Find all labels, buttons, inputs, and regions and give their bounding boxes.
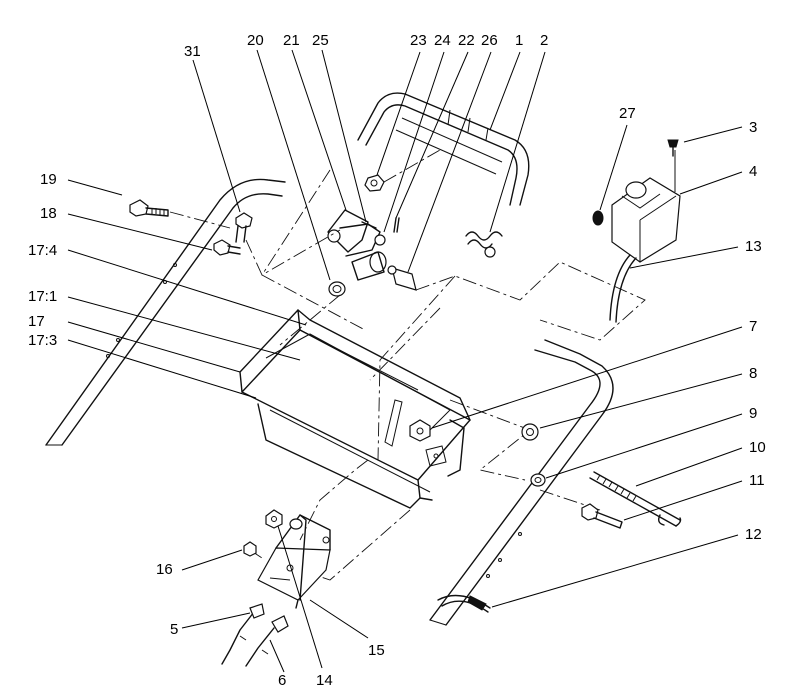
label-23: 23 (410, 32, 427, 49)
bolt-31 (235, 212, 253, 243)
switch-box (609, 150, 681, 323)
label-27: 27 (619, 105, 636, 122)
label-15: 15 (368, 642, 385, 659)
label-17-1: 17:1 (28, 288, 57, 305)
label-1: 1 (515, 32, 523, 49)
center-panel (239, 309, 471, 509)
nut-16 (243, 541, 257, 557)
label-8: 8 (749, 365, 757, 382)
label-20: 20 (247, 32, 264, 49)
cable-5 (221, 603, 265, 665)
part-labels: 31 20 21 25 23 24 22 26 1 2 27 3 4 19 18… (28, 32, 766, 689)
upper-handle-bail (357, 92, 530, 206)
control-bracket-assembly (327, 174, 503, 297)
threaded-rod-10 (589, 471, 682, 527)
bolt-11 (581, 503, 623, 529)
label-22: 22 (458, 32, 475, 49)
label-9: 9 (749, 405, 757, 422)
label-10: 10 (749, 439, 766, 456)
label-16: 16 (156, 561, 173, 578)
label-7: 7 (749, 318, 757, 335)
label-17-4: 17:4 (28, 242, 57, 259)
label-25: 25 (312, 32, 329, 49)
label-26: 26 (481, 32, 498, 49)
label-2: 2 (540, 32, 548, 49)
nut-7 (409, 419, 431, 442)
washer-8 (521, 423, 539, 441)
leader-lines (67, 49, 743, 673)
bolt-19 (129, 199, 169, 217)
right-handle-tube (429, 339, 614, 626)
label-3: 3 (749, 119, 757, 136)
label-11: 11 (749, 472, 765, 489)
label-12: 12 (745, 526, 762, 543)
label-24: 24 (434, 32, 451, 49)
label-18: 18 (40, 205, 57, 222)
lower-bracket (257, 514, 331, 609)
bolt-18 (213, 239, 241, 256)
label-14: 14 (316, 672, 333, 689)
label-19: 19 (40, 171, 57, 188)
label-5: 5 (170, 621, 178, 638)
label-13: 13 (745, 238, 762, 255)
label-17-3: 17:3 (28, 332, 57, 349)
screw-3 (667, 139, 679, 157)
label-4: 4 (749, 163, 757, 180)
label-21: 21 (283, 32, 300, 49)
cable-tie-12 (437, 594, 491, 613)
cable-6 (245, 615, 289, 667)
label-31: 31 (184, 43, 201, 60)
washer-9 (530, 473, 546, 487)
label-6: 6 (278, 672, 286, 689)
grommet-27 (592, 210, 604, 226)
nut-14 (265, 509, 303, 530)
label-17: 17 (28, 313, 45, 330)
